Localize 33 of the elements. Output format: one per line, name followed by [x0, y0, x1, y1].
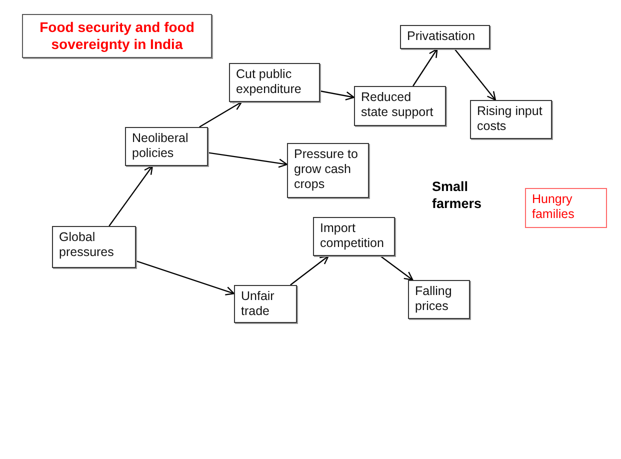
arrow [290, 255, 330, 286]
arrow [136, 260, 235, 296]
arrow [320, 90, 355, 100]
box-label: Import competition [320, 221, 385, 251]
box-label: Neoliberal policies [132, 131, 190, 161]
process-box [408, 280, 470, 319]
box-label: Cut public expenditure [236, 67, 302, 97]
box-label: Rising input costs [477, 104, 544, 134]
title: Food security and food sovereignty in India [38, 19, 196, 53]
arrow [412, 48, 438, 86]
box-label: Privatisation [407, 29, 476, 44]
box-label: Falling prices [415, 284, 453, 314]
box-label: Unfair trade [241, 289, 276, 319]
process-box [229, 63, 320, 102]
box-label: Reduced state support [361, 90, 434, 120]
process-box [234, 285, 297, 323]
box-label: Hungry families [532, 192, 576, 222]
process-box [313, 217, 395, 256]
arrow [108, 165, 154, 226]
box-label: Pressure to grow cash crops [294, 147, 359, 192]
box-label: Global pressures [59, 230, 115, 260]
arrow [380, 256, 414, 281]
arrow [208, 152, 288, 168]
process-box [52, 226, 136, 268]
process-box [354, 86, 446, 126]
arrow [454, 48, 496, 101]
process-box [470, 100, 552, 139]
group-label: Small farmers [432, 178, 483, 212]
process-box [125, 127, 208, 166]
process-box [287, 143, 369, 198]
process-box [525, 188, 607, 228]
process-box [400, 25, 490, 49]
arrow [199, 101, 242, 128]
